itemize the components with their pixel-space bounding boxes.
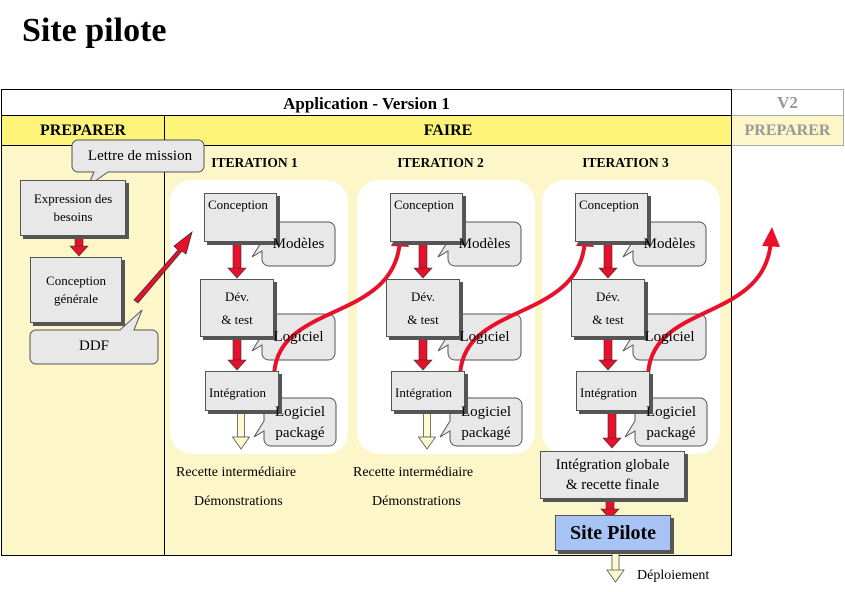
arrow-conception-to-dev-2 — [413, 241, 433, 279]
packaged-label-line2-3: packagé — [646, 425, 696, 441]
arrow-integration-out-2 — [417, 410, 437, 450]
packaged-label-line1-2: Logiciel — [461, 404, 511, 420]
test-label-3: & test — [592, 312, 624, 327]
dev-label-2: Dév. — [410, 288, 436, 304]
test-label-2: & test — [407, 312, 439, 327]
arrow-dev-to-integration-1 — [227, 336, 247, 371]
arrow-deploiement — [606, 552, 625, 583]
demos-label-2: Démonstrations — [372, 494, 461, 509]
needs-expression-box: Expression des besoins — [20, 180, 126, 236]
header-application-label: Application - Version 1 — [283, 94, 450, 113]
modeles-label-3: Modèles — [643, 236, 696, 252]
iteration-3-title: ITERATION 3 — [582, 155, 669, 170]
logiciel-label-1: Logiciel — [273, 329, 324, 345]
conception-label-2: Conception — [394, 197, 454, 212]
conception-box-3: Conception — [575, 193, 648, 242]
header-preparer-next: PREPARER — [732, 116, 844, 146]
packaged-label-line1-3: Logiciel — [646, 404, 696, 420]
header-v2: V2 — [732, 89, 844, 116]
ddf-label: DDF — [78, 338, 109, 354]
integration-box-3: Intégration — [576, 371, 650, 411]
general-design-label: Conception générale — [46, 273, 106, 306]
recette-label-1: Recette intermédiaire — [176, 465, 297, 480]
packaged-label-line2-2: packagé — [461, 425, 511, 441]
arrow-dev-to-integration-3 — [598, 336, 618, 371]
page-title: Site pilote — [22, 12, 167, 49]
site-pilote-label: Site Pilote — [569, 521, 657, 544]
integration-box-2: Intégration — [391, 371, 465, 411]
global-integration-box: Intégration globale & recette finale — [540, 451, 685, 499]
header-faire: FAIRE — [165, 116, 732, 146]
global-integration-line1: Intégration globale — [555, 456, 670, 473]
arrow-integration-3-to-global — [602, 412, 622, 449]
mission-letter-label: Lettre de mission — [87, 148, 193, 164]
needs-expression-label: Expression des besoins — [33, 191, 113, 224]
dev-label-3: Dév. — [595, 288, 621, 304]
logiciel-label-2: Logiciel — [459, 329, 510, 345]
arrow-global-to-site — [600, 499, 620, 520]
arrow-conception-to-dev-1 — [227, 241, 247, 279]
conception-label-3: Conception — [579, 197, 639, 212]
global-integration-line2: & recette finale — [565, 477, 660, 493]
conception-box-2: Conception — [390, 193, 463, 242]
dev-test-box-1: Dév. & test — [200, 279, 274, 337]
arrow-needs-to-design — [69, 235, 89, 257]
deploiement-label: Déploiement — [637, 568, 710, 583]
integration-box-1: Intégration — [205, 371, 279, 411]
conception-box-1: Conception — [204, 193, 277, 242]
site-pilote-box: Site Pilote — [555, 515, 671, 551]
arrow-conception-to-dev-3 — [598, 241, 618, 279]
packaged-label-line1-1: Logiciel — [275, 404, 325, 420]
integration-label-3: Intégration — [580, 385, 638, 400]
ddf-callout — [29, 309, 159, 365]
conception-label-1: Conception — [208, 197, 268, 212]
iteration-2-title: ITERATION 2 — [397, 155, 484, 170]
integration-label-2: Intégration — [395, 385, 453, 400]
modeles-label-1: Modèles — [272, 236, 325, 252]
iteration-1-title: ITERATION 1 — [211, 155, 298, 170]
general-design-box: Conception générale — [30, 257, 122, 323]
packaged-label-line2-1: packagé — [275, 425, 325, 441]
mission-letter-callout — [71, 139, 205, 188]
integration-label-1: Intégration — [209, 385, 267, 400]
demos-label-1: Démonstrations — [194, 494, 283, 509]
curve-iteration-3-to-next — [645, 227, 780, 381]
dev-test-box-3: Dév. & test — [571, 279, 645, 337]
arrow-integration-out-1 — [231, 410, 251, 450]
recette-label-2: Recette intermédiaire — [353, 465, 474, 480]
test-label-1: & test — [221, 312, 253, 327]
dev-test-box-2: Dév. & test — [386, 279, 460, 337]
logiciel-label-3: Logiciel — [644, 329, 695, 345]
arrow-to-iteration-1 — [133, 230, 193, 304]
header-application — [1, 89, 732, 116]
arrow-dev-to-integration-2 — [413, 336, 433, 371]
dev-label-1: Dév. — [224, 288, 250, 304]
modeles-label-2: Modèles — [458, 236, 511, 252]
